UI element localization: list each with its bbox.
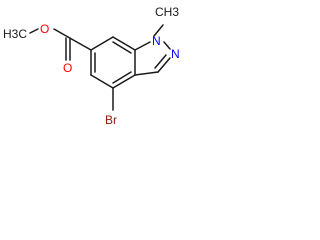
bond-c5-c4 <box>90 74 114 89</box>
bond-c4-c3a-double <box>112 71 132 84</box>
bond-n2-c3-double <box>154 54 167 69</box>
molecule-structure: CH3 N N O O Br H3C <box>3 5 180 127</box>
bond-c7a-n1 <box>134 41 151 51</box>
bond-o-methyl <box>29 28 39 34</box>
bond-n1-methyl <box>153 24 164 37</box>
atom-label-bromo: Br <box>105 113 117 127</box>
bond-c7-c6 <box>90 36 114 51</box>
bond-c3-c3a <box>134 71 159 76</box>
bond-n2-c3 <box>157 57 171 73</box>
atom-label-n-methyl: CH3 <box>155 5 179 19</box>
atom-label-n2: N <box>171 47 180 61</box>
bond-c6-carbonyl <box>67 36 92 51</box>
atom-label-ester-ch3: H3C <box>3 27 27 41</box>
atom-labels: CH3 N N O O Br H3C <box>3 5 180 127</box>
bond-c4-c3a <box>112 74 136 89</box>
bond-carbonyl-o-single <box>53 28 69 38</box>
atom-label-ester-o-double: O <box>63 61 72 75</box>
bond-c7a-c7-double <box>112 41 132 54</box>
atom-label-ester-o-single: O <box>40 22 49 36</box>
atom-label-n1: N <box>152 34 161 48</box>
bond-c7a-c7 <box>112 36 136 51</box>
bonds <box>29 24 171 111</box>
bond-n1-n2 <box>163 41 171 50</box>
